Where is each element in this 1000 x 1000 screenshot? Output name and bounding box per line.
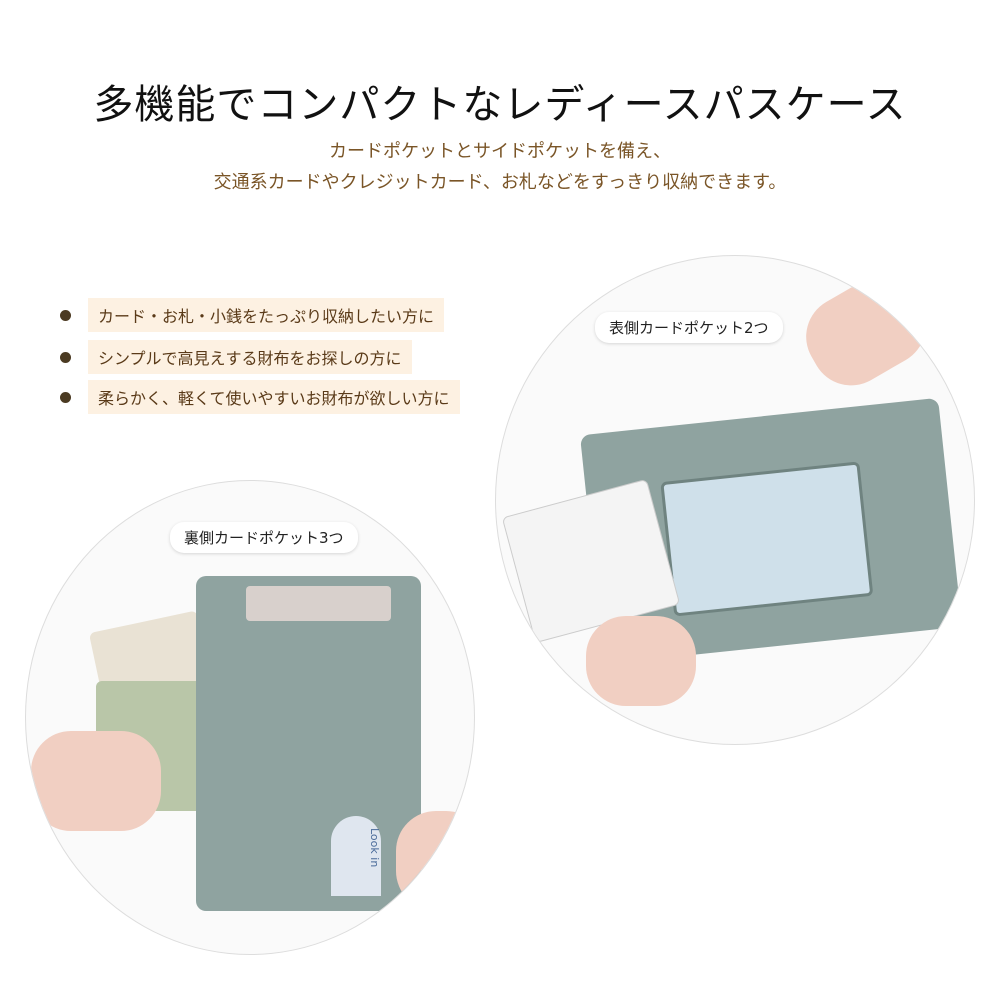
feature-bullet: カード・お札・小銭をたっぷり収納したい方に <box>60 298 445 332</box>
hand-image <box>586 616 696 706</box>
front-pocket-label: 表側カードポケット2つ <box>595 312 783 343</box>
bullet-dot <box>60 391 71 403</box>
hand-image <box>31 731 161 831</box>
hand-image <box>791 262 941 400</box>
feature-bullet: 柔らかく、軽くて使いやすいお財布が欲しい方に <box>60 380 460 414</box>
back-photo-circle: Look in <box>25 480 475 955</box>
subtitle-line-2: 交通系カードやクレジットカード、お札などをすっきり収納できます。 <box>213 172 787 193</box>
back-pocket-label: 裏側カードポケット3つ <box>170 522 358 553</box>
feature-bullet: シンプルで高見えする財布をお探しの方に <box>60 340 412 374</box>
card-slot <box>246 586 391 621</box>
bullet-text: 柔らかく、軽くて使いやすいお財布が欲しい方に <box>88 380 460 414</box>
bullet-dot <box>60 309 71 321</box>
bullet-text: カード・お札・小銭をたっぷり収納したい方に <box>88 298 445 332</box>
id-window <box>660 461 874 617</box>
bullet-text: シンプルで高見えする財布をお探しの方に <box>88 340 412 374</box>
hand-image <box>396 811 474 911</box>
subtitle-line-1: カードポケットとサイドポケットを備え、 <box>329 141 671 162</box>
page-title: 多機能でコンパクトなレディースパスケース <box>93 82 907 128</box>
look-in-tab: Look in <box>331 816 381 896</box>
bullet-dot <box>60 351 71 363</box>
wallet-back-image: Look in <box>196 576 421 911</box>
